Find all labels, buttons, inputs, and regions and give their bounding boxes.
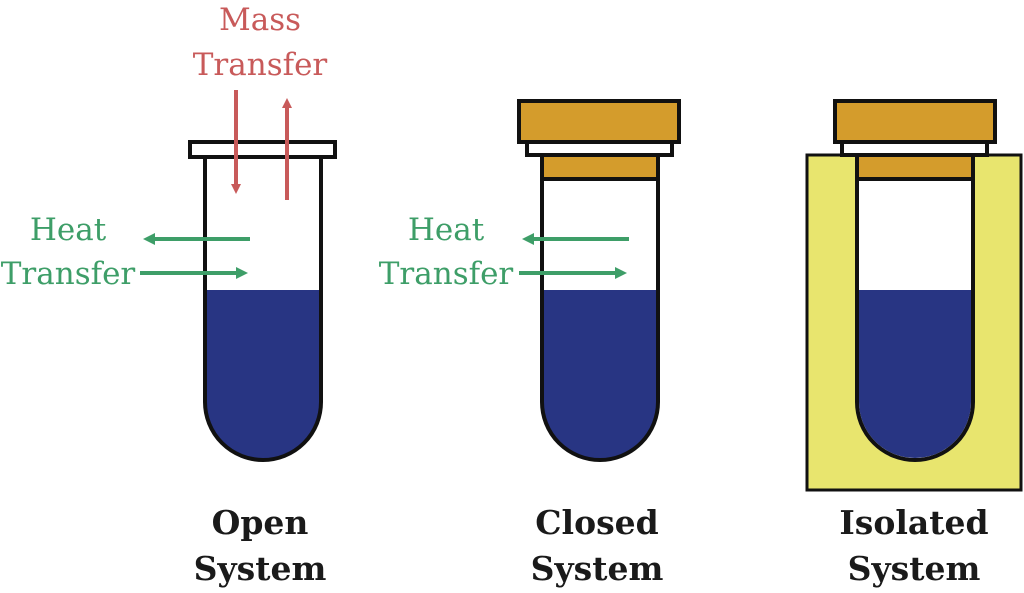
closed-stopper [540, 153, 660, 181]
closed-heat-arrows [519, 233, 629, 279]
isolated-cap [833, 99, 997, 144]
open-liquid [205, 290, 321, 460]
mass-transfer-label-line2: Transfer [193, 47, 328, 83]
isolated-liquid [859, 290, 971, 458]
open-heat-label-line1: Heat [30, 212, 107, 248]
isolated-system-tube [805, 99, 1023, 492]
open-caption-line2: System [194, 549, 327, 588]
isolated-tube-outline [855, 157, 975, 462]
closed-heat-label-line1: Heat [408, 212, 485, 248]
open-heat-label-line2: Transfer [1, 256, 136, 292]
mass-transfer-label-line1: Mass [219, 2, 301, 38]
open-system-tube [188, 140, 337, 462]
isolated-caption-line1: Isolated [839, 503, 988, 542]
open-caption-line1: Open [212, 503, 309, 542]
open-tube-rim [188, 140, 337, 159]
closed-system-tube [517, 99, 681, 462]
isolated-caption-line2: System [848, 549, 981, 588]
isolated-stopper [855, 153, 975, 181]
closed-caption-line2: System [531, 549, 664, 588]
open-mass-arrows [231, 90, 292, 200]
closed-tube-outline [540, 157, 660, 462]
closed-cap [517, 99, 681, 144]
closed-caption-line1: Closed [535, 503, 658, 542]
open-heat-arrows [140, 233, 250, 279]
closed-heat-label-line2: Transfer [379, 256, 514, 292]
open-tube-outline [203, 157, 323, 462]
closed-liquid [542, 290, 658, 460]
